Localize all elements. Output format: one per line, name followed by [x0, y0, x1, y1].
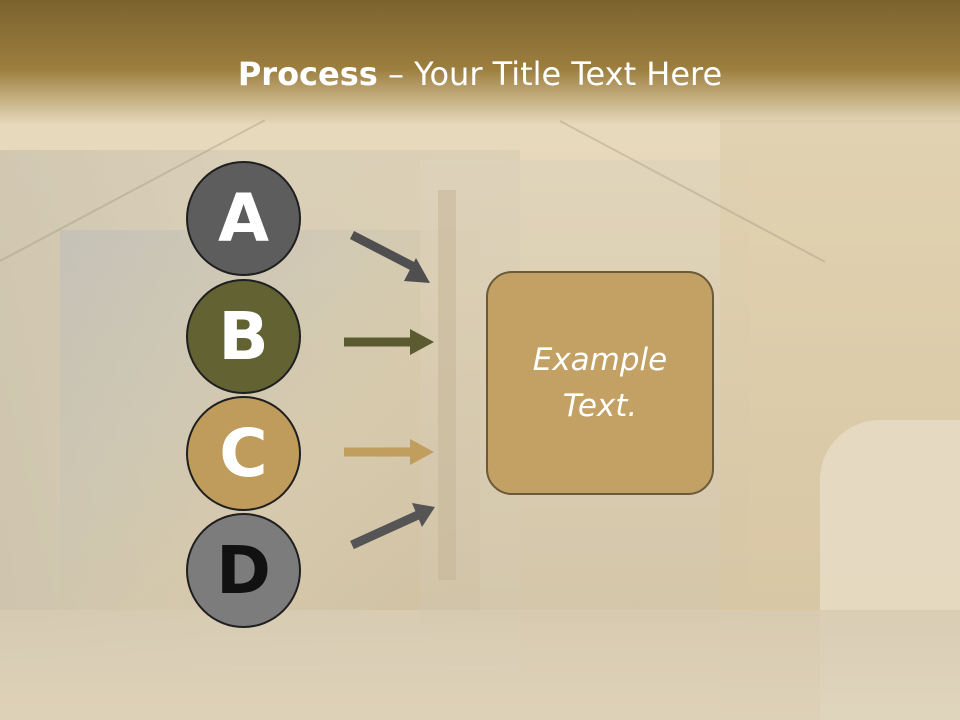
step-d-circle: D: [186, 513, 301, 628]
step-a-letter: A: [217, 180, 270, 257]
title-bold: Process: [237, 55, 378, 93]
example-text-box: Example Text.: [486, 271, 714, 495]
step-c-letter: C: [219, 415, 268, 492]
title-rest: – Your Title Text Here: [377, 55, 723, 93]
arrow-b-icon: [344, 329, 434, 355]
arrow-c-icon: [344, 439, 434, 465]
slide-title: Process – Your Title Text Here: [0, 52, 960, 96]
example-text: Example Text.: [532, 342, 668, 424]
step-c-circle: C: [186, 396, 301, 511]
arrow-a-icon: [349, 231, 430, 283]
step-d-letter: D: [216, 532, 271, 609]
step-b-circle: B: [186, 279, 301, 394]
step-b-letter: B: [218, 298, 269, 375]
step-a-circle: A: [186, 161, 301, 276]
arrow-d-icon: [350, 503, 435, 550]
title-band: [0, 0, 960, 125]
